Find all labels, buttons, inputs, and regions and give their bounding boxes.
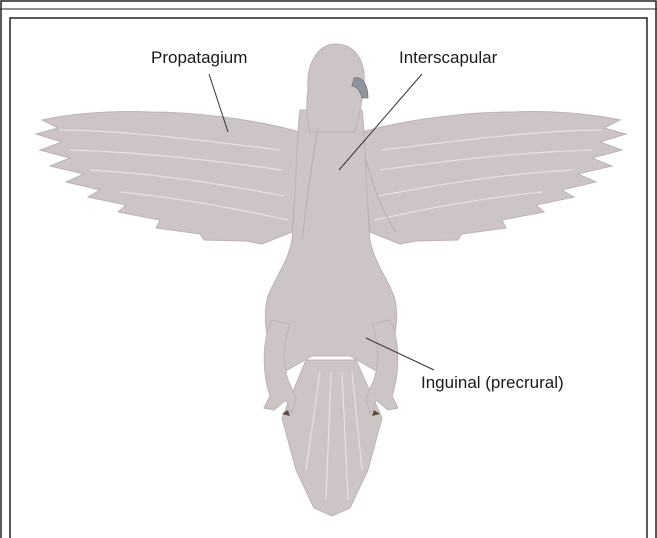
head: [307, 44, 365, 132]
label-propatagium: Propatagium: [151, 49, 247, 66]
label-inguinal: Inguinal (precrural): [421, 374, 564, 391]
pigeon-illustration: [36, 44, 626, 516]
label-interscapular: Interscapular: [399, 49, 497, 66]
tail: [282, 360, 382, 516]
